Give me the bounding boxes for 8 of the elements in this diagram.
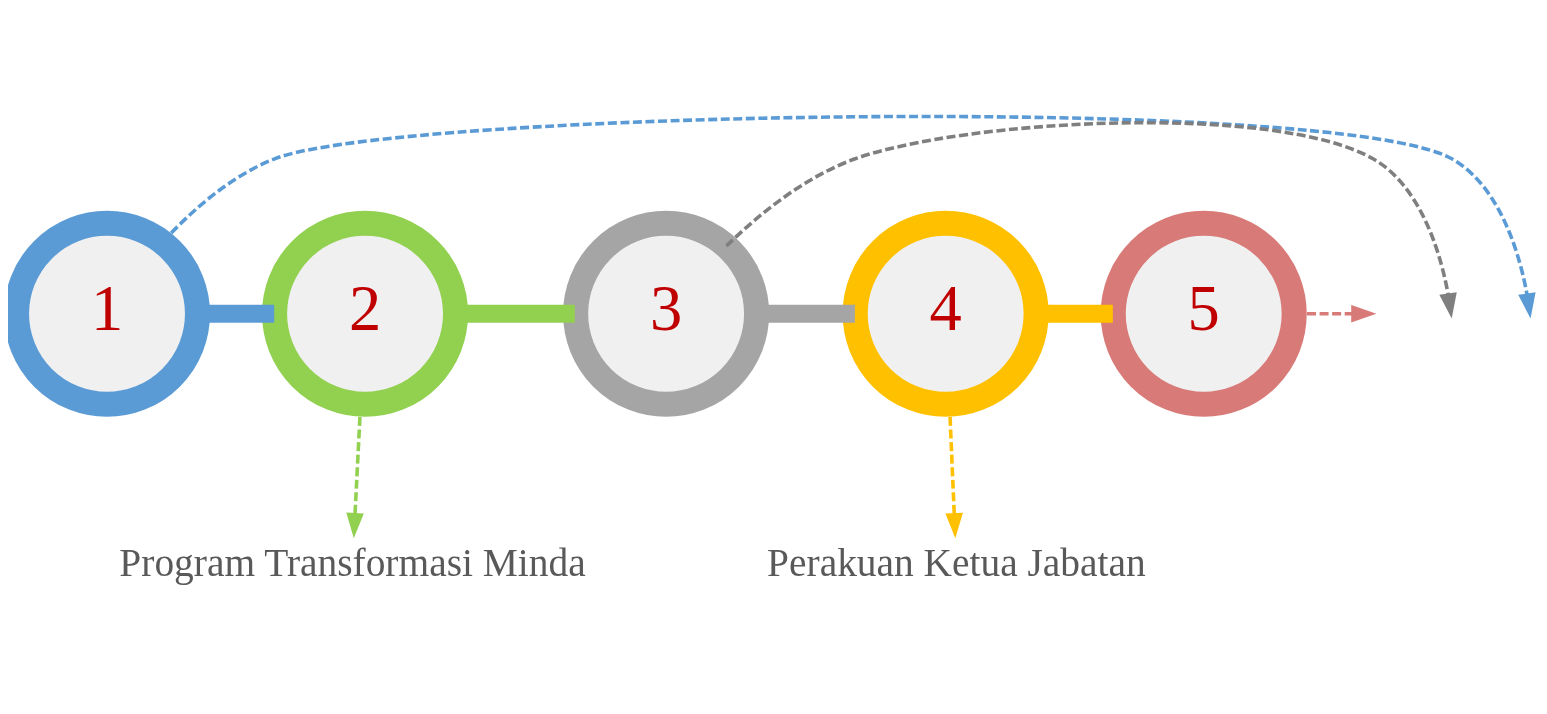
node-circle: 1	[8, 210, 211, 417]
node-circle: 5	[1100, 210, 1307, 417]
node-circle: 2	[262, 210, 469, 417]
node-text: Perakuan Ketua Jabatan	[767, 540, 1146, 585]
node-circle: 4	[842, 210, 1049, 417]
node-circle: 3	[563, 210, 770, 417]
arrow	[725, 121, 1457, 319]
node-text: Program Transformasi Minda	[119, 540, 586, 585]
